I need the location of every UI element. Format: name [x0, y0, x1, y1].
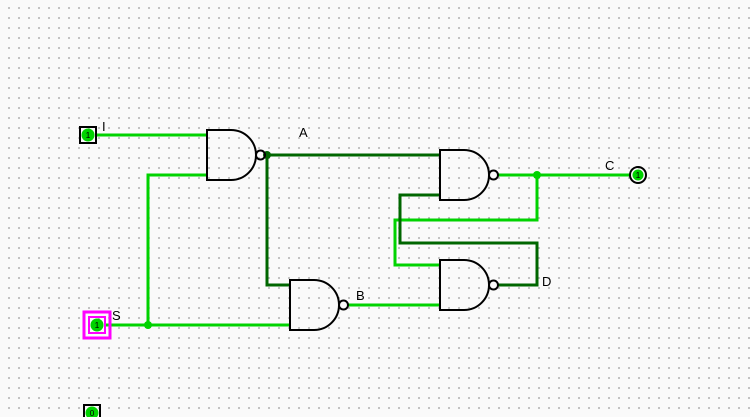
output-pin-c-value: 1	[636, 170, 641, 180]
wire-d-feedback[interactable]	[398, 193, 539, 287]
partial-pin-bottom[interactable]: 0	[83, 404, 101, 417]
nand-gate-3-body	[439, 149, 490, 201]
output-pin-c-state	[632, 169, 644, 181]
wires	[96, 133, 630, 329]
junction-dot-c	[533, 171, 541, 179]
nand-gate-4-body	[439, 259, 490, 311]
input-pin-s-state	[90, 318, 104, 332]
partial-pin-bottom-state	[85, 406, 99, 417]
input-pin-i[interactable]: 1	[79, 126, 97, 144]
label-a: A	[299, 125, 308, 140]
junction-dot-s	[144, 321, 152, 329]
nand-gate-3-bubble	[488, 169, 499, 181]
wire-s-branch-up[interactable]	[146, 173, 207, 325]
nand-gate-2-bubble	[338, 299, 349, 311]
output-pin-c-ring	[629, 166, 647, 184]
nand-gate-1-bubble	[255, 149, 266, 161]
label-d: D	[542, 274, 551, 289]
nand-gate-3[interactable]	[439, 149, 499, 201]
label-s: S	[112, 308, 121, 323]
output-pin-c[interactable]: 1	[629, 166, 647, 184]
nand-gate-2[interactable]	[289, 279, 349, 331]
input-pin-i-box	[79, 126, 97, 144]
label-c: C	[605, 158, 614, 173]
input-pin-i-value: 1	[86, 130, 91, 140]
nand-gate-1-body	[206, 129, 257, 181]
nand-gate-4[interactable]	[439, 259, 499, 311]
nand-gate-1[interactable]	[206, 129, 266, 181]
input-pin-s[interactable]: 1	[82, 310, 112, 340]
input-pin-i-state	[81, 128, 95, 142]
selection-outline	[82, 310, 112, 340]
partial-pin-bottom-box	[83, 404, 101, 417]
input-pin-s-value: 1	[95, 320, 100, 330]
nand-gate-2-body	[289, 279, 340, 331]
wire-a-branch-down[interactable]	[265, 155, 290, 287]
wire-c-feedback[interactable]	[393, 175, 539, 267]
input-pin-s-box	[88, 316, 106, 334]
nand-gate-4-bubble	[488, 279, 499, 291]
label-i: I	[102, 119, 106, 134]
label-b: B	[356, 288, 365, 303]
partial-pin-bottom-value: 0	[90, 408, 95, 417]
